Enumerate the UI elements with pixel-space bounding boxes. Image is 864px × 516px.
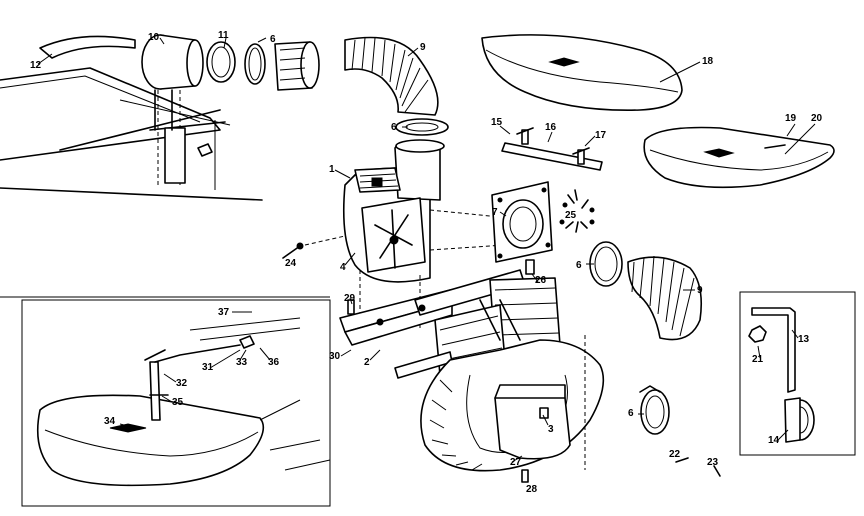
callout-19: 19: [785, 113, 797, 124]
callout-6-mid: 6: [391, 122, 397, 133]
callout-6-top: 6: [270, 34, 276, 45]
callout-10: 10: [148, 32, 160, 43]
callout-22: 22: [669, 449, 681, 460]
hardware-22-23: [675, 457, 721, 477]
callout-23: 23: [707, 457, 719, 468]
callout-14: 14: [768, 435, 780, 446]
callout-6-right: 6: [576, 260, 582, 271]
bolt-24: [282, 235, 346, 259]
upper-left-assembly: [0, 34, 320, 201]
bracket-16: [501, 127, 603, 171]
callout-27: 27: [510, 457, 522, 468]
callout-28: 28: [526, 484, 538, 495]
callout-4: 4: [340, 262, 346, 273]
callout-26: 26: [535, 275, 547, 286]
callout-33: 33: [236, 357, 248, 368]
adapter-plate-7: [491, 181, 553, 263]
callout-30: 30: [329, 351, 341, 362]
callout-20: 20: [811, 113, 823, 124]
callout-12: 12: [30, 60, 42, 71]
deck-cover-18: [481, 34, 683, 111]
callout-32: 32: [176, 378, 188, 389]
lower-left-inset: [0, 296, 331, 507]
callout-16: 16: [545, 122, 557, 133]
callout-15: 15: [491, 117, 503, 128]
callout-leaders: [37, 37, 816, 463]
mount-frame: [339, 259, 561, 379]
callout-3: 3: [548, 424, 554, 435]
callout-2: 2: [364, 357, 370, 368]
callout-21: 21: [752, 354, 764, 365]
callout-13: 13: [798, 334, 810, 345]
callout-36: 36: [268, 357, 280, 368]
callout-37: 37: [218, 307, 230, 318]
callout-31: 31: [202, 362, 214, 373]
blower-housing: [342, 139, 511, 283]
clamp-6-lower: [639, 385, 670, 435]
callout-24: 24: [285, 258, 297, 269]
callout-6-lower: 6: [628, 408, 634, 419]
callout-9-right: 9: [697, 285, 703, 296]
deck-cover-19-20: [643, 126, 835, 189]
shield-27: [494, 384, 571, 483]
callout-34: 34: [104, 416, 116, 427]
callout-35: 35: [172, 397, 184, 408]
flex-hose-upper: [344, 36, 449, 136]
callout-7: 7: [492, 207, 498, 218]
callout-17: 17: [595, 130, 607, 141]
right-inset: [739, 291, 856, 456]
callout-9-top: 9: [420, 42, 426, 53]
callout-18: 18: [702, 56, 714, 67]
hardware-25: [559, 189, 595, 233]
callout-labels: 1 2 3 4 6 6 6 6 7 9 9 10 11 12 13 14 15 …: [30, 30, 823, 495]
clamp-and-hose-right: [589, 241, 703, 341]
callout-1: 1: [329, 164, 335, 175]
callout-25: 25: [565, 210, 577, 221]
callout-11: 11: [218, 30, 229, 41]
